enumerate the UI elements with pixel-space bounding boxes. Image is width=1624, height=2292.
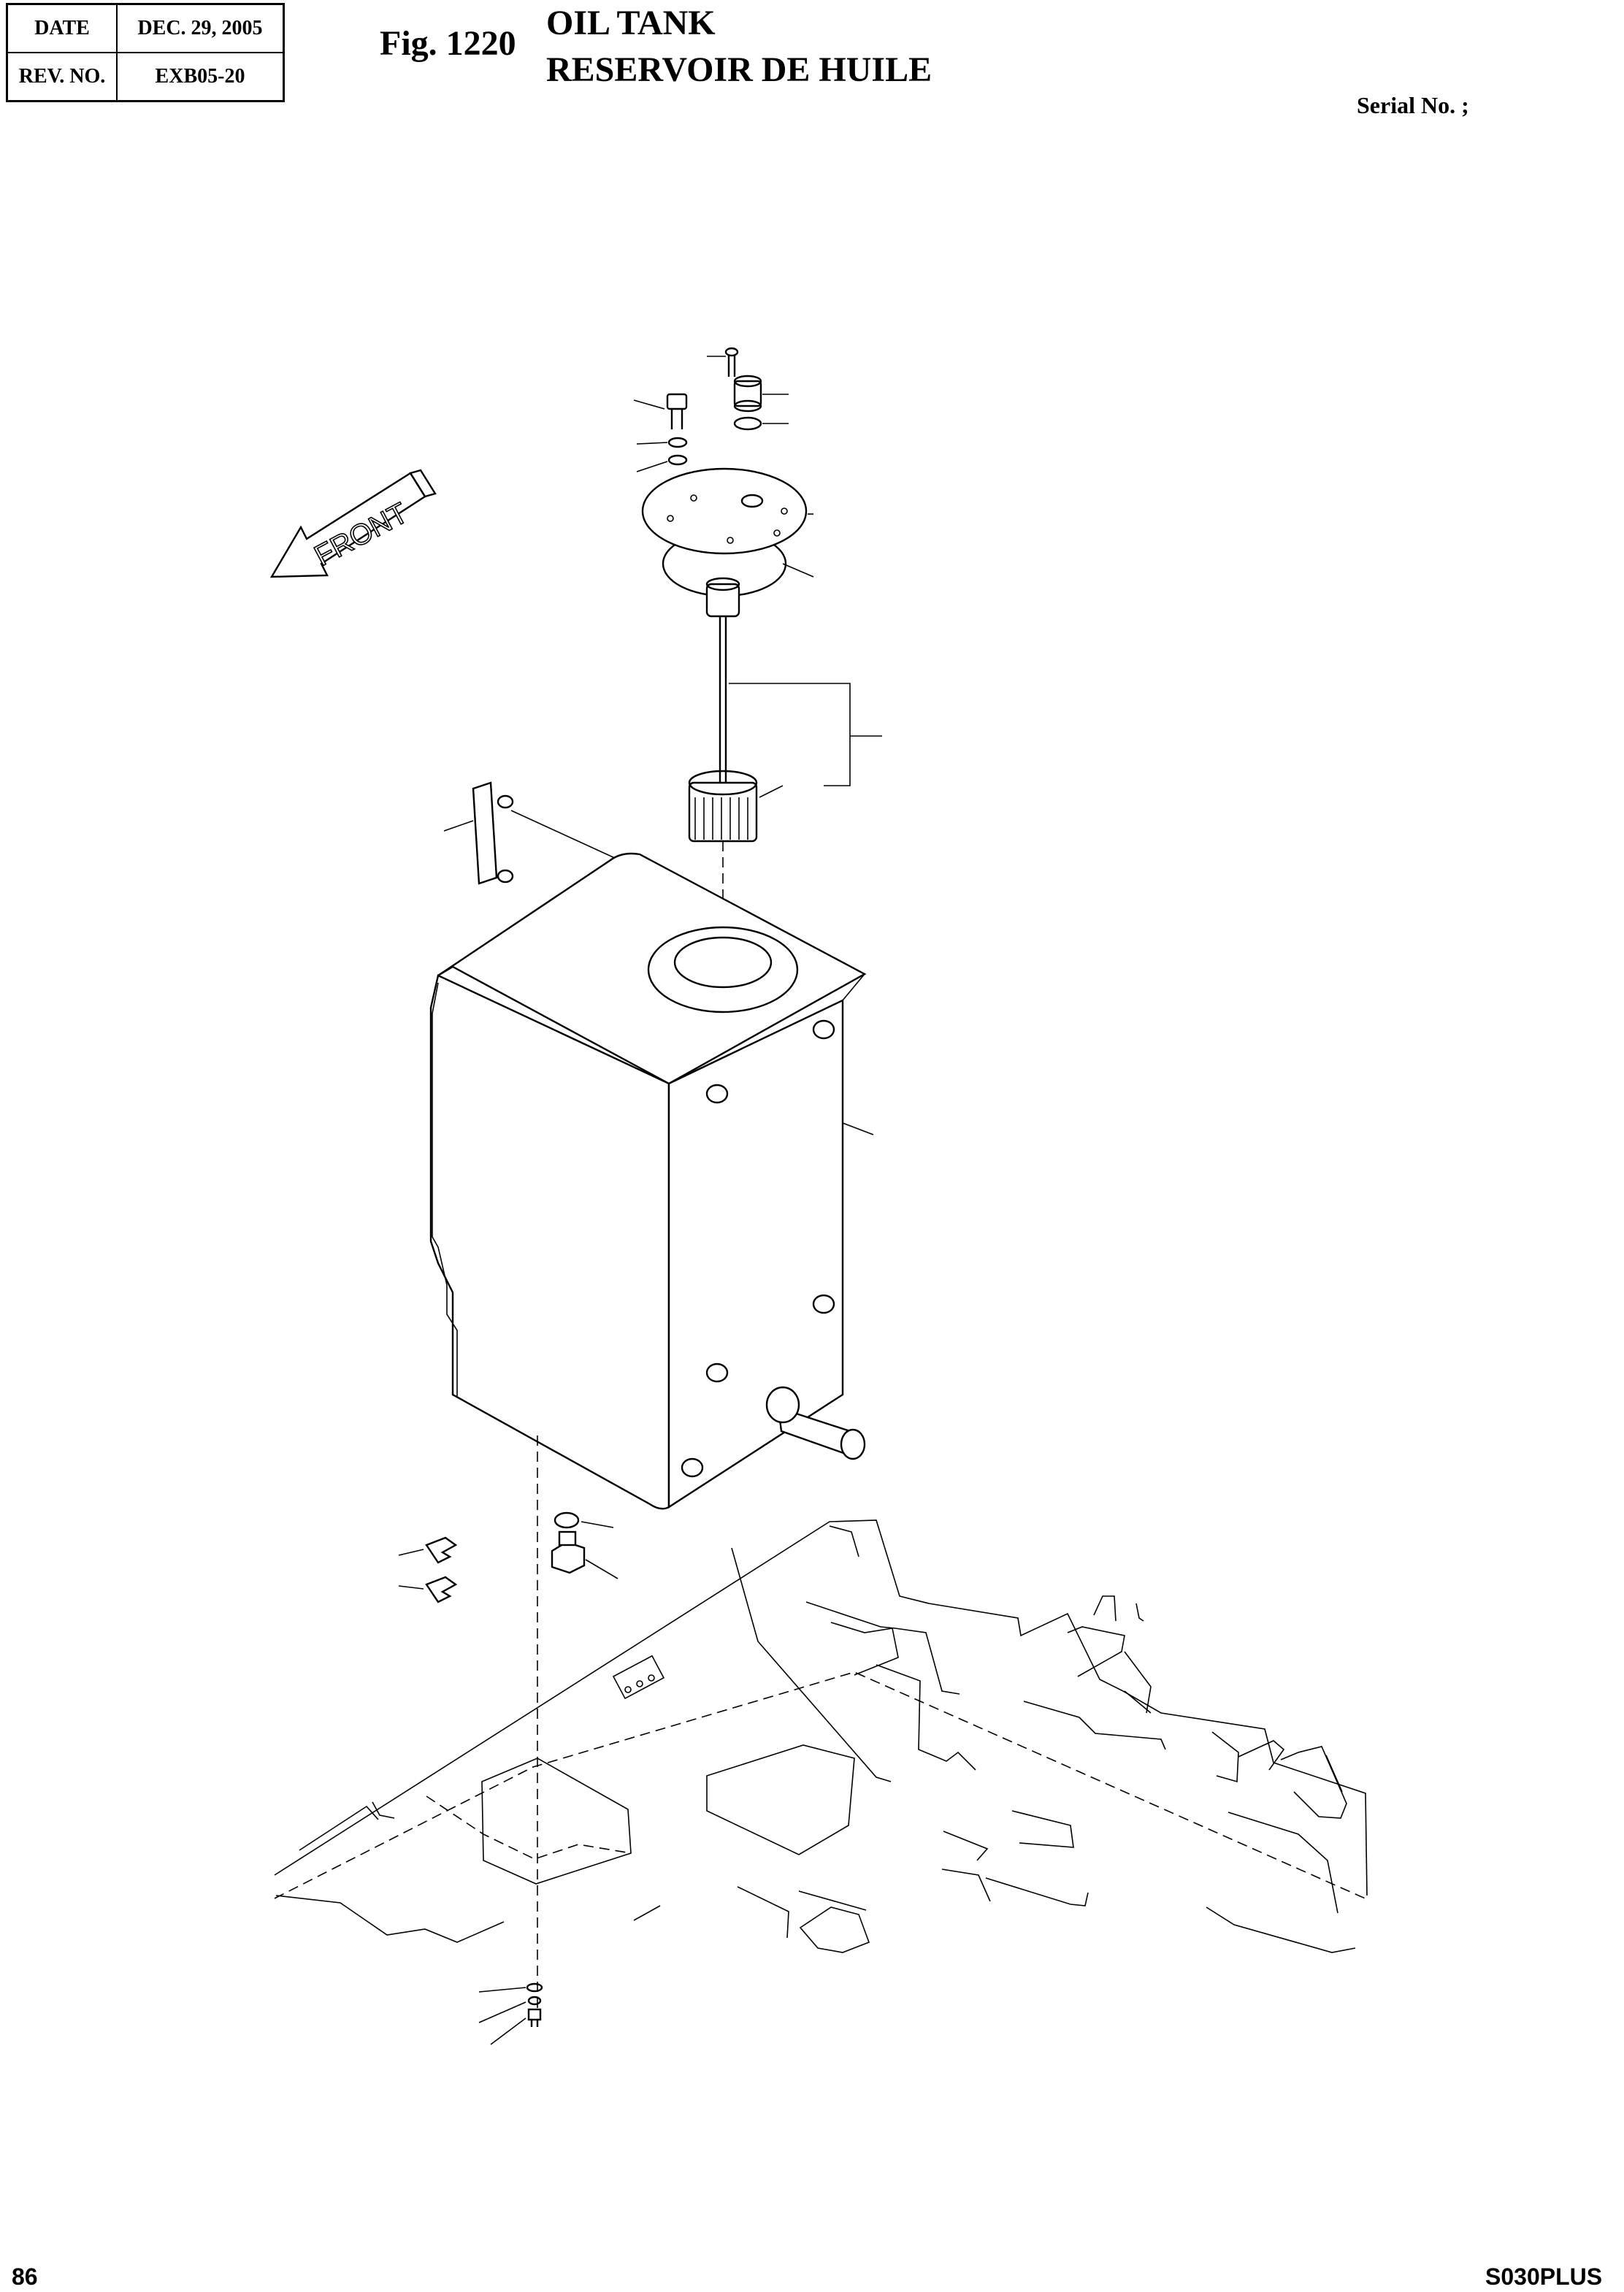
- drain-plug: [537, 1436, 618, 2008]
- page-number: 86: [12, 2264, 38, 2290]
- rev-label: REV. NO.: [6, 52, 118, 102]
- date-label: DATE: [6, 3, 118, 53]
- machine-frame: [274, 1519, 1369, 1953]
- rev-value: EXB05-20: [116, 52, 285, 102]
- revision-table: DATE DEC. 29, 2005 REV. NO. EXB05-20: [6, 3, 285, 102]
- date-row: DATE DEC. 29, 2005: [6, 3, 285, 53]
- mounting-clips: [398, 1536, 458, 1603]
- small-screw: [707, 347, 739, 377]
- tank-cover-plate: [641, 467, 814, 597]
- rev-row: REV. NO. EXB05-20: [6, 52, 285, 102]
- model-code: S030PLUS: [1485, 2264, 1603, 2290]
- cover-bolt: [633, 393, 688, 472]
- suction-port: [765, 1386, 866, 1460]
- date-value: DEC. 29, 2005: [116, 3, 285, 53]
- return-filter-assembly: [688, 577, 882, 964]
- title-french: RESERVOIR DE HUILE: [546, 50, 932, 89]
- front-arrow-icon: FRONT: [269, 469, 437, 578]
- title-english: OIL TANK: [546, 4, 716, 42]
- side-bracket: [443, 781, 617, 885]
- breather-cap: [733, 375, 789, 431]
- serial-number-label: Serial No. ;: [1357, 92, 1469, 118]
- figure-number: Fig. 1220: [380, 24, 516, 63]
- bottom-fasteners: [478, 1982, 543, 2045]
- oil-tank-body: [429, 852, 874, 1510]
